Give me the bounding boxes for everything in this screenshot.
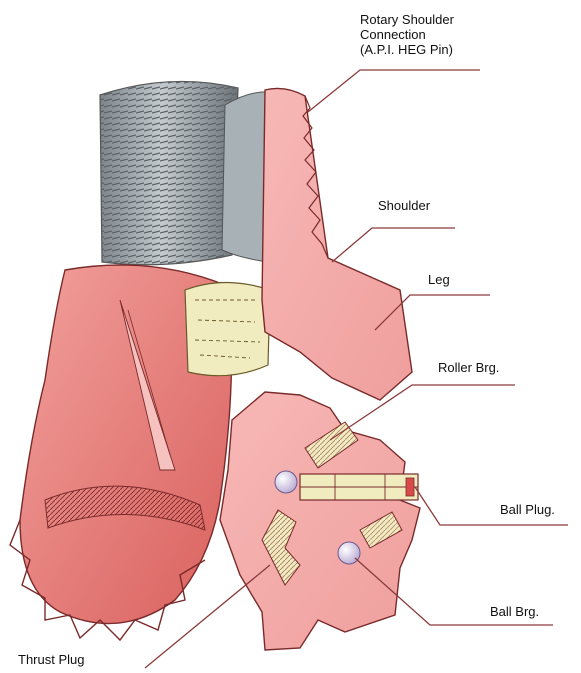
leader-shoulder <box>332 228 455 262</box>
ball-bearing-lower <box>338 542 360 564</box>
label-ball-brg: Ball Brg. <box>490 604 539 619</box>
label-rotary-shoulder-connection: Rotary Shoulder Connection (A.P.I. HEG P… <box>360 12 454 57</box>
leader-rotary-shoulder <box>308 70 480 112</box>
label-rotary-shoulder-line3: (A.P.I. HEG Pin) <box>360 42 454 57</box>
label-rotary-shoulder-line1: Rotary Shoulder <box>360 12 454 27</box>
label-leg: Leg <box>428 272 450 287</box>
leader-roller-brg <box>330 385 515 440</box>
label-shoulder: Shoulder <box>378 198 430 213</box>
label-roller-brg: Roller Brg. <box>438 360 499 375</box>
label-rotary-shoulder-line2: Connection <box>360 27 454 42</box>
journal-bearing <box>185 283 270 376</box>
threaded-pin <box>100 81 238 264</box>
cutaway-section <box>220 392 420 650</box>
bit-leg-body <box>262 88 412 400</box>
ball-bearing-upper <box>275 471 297 493</box>
label-thrust-plug: Thrust Plug <box>18 652 84 667</box>
label-ball-plug: Ball Plug. <box>500 502 555 517</box>
